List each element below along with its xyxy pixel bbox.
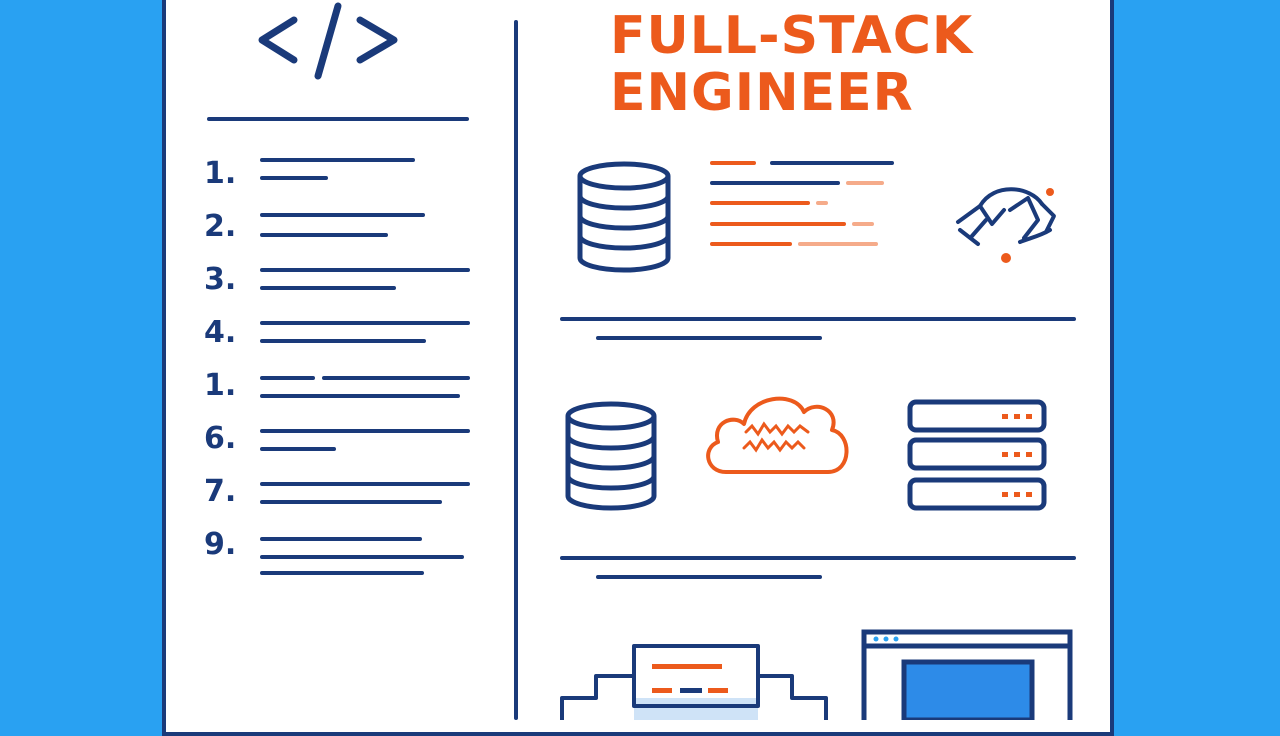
- network-icon: [956, 187, 1056, 263]
- server-rack-icon: [907, 399, 1047, 511]
- text-line: [260, 158, 415, 162]
- list-number: 1.: [204, 156, 237, 191]
- component-stack-icon: [560, 644, 828, 720]
- code-line: [846, 181, 884, 185]
- list-item: 4.: [200, 309, 480, 362]
- list-item: 1.: [200, 362, 480, 415]
- text-line: [260, 394, 460, 398]
- page-title: FULL-STACK ENGINEER: [610, 8, 973, 122]
- code-line: [816, 201, 828, 205]
- list-item: 9.: [200, 521, 480, 575]
- title-line-2: ENGINEER: [610, 63, 914, 123]
- title-line-1: FULL-STACK: [610, 6, 974, 66]
- section-subline: [596, 336, 822, 340]
- numbered-list: 1. 2. 3. 4. 1. 6. 7. 9.: [200, 150, 480, 575]
- code-line: [710, 222, 846, 226]
- database-icon: [577, 161, 671, 273]
- section-divider: [560, 556, 1076, 560]
- code-line: [852, 222, 874, 226]
- list-number: 7.: [204, 474, 237, 509]
- section-divider: [560, 317, 1076, 321]
- text-line: [260, 482, 470, 486]
- list-item: 3.: [200, 256, 480, 309]
- text-line: [260, 447, 336, 451]
- code-line: [710, 201, 810, 205]
- left-divider: [207, 117, 469, 121]
- list-number: 1.: [204, 368, 237, 403]
- list-item: 1.: [200, 150, 480, 203]
- browser-window-icon: [861, 629, 1073, 720]
- text-line: [260, 339, 426, 343]
- list-number: 3.: [204, 262, 237, 297]
- text-line: [260, 176, 328, 180]
- list-item: 6.: [200, 415, 480, 468]
- list-number: 2.: [204, 209, 237, 244]
- vertical-divider: [514, 20, 518, 720]
- code-line: [710, 161, 756, 165]
- text-line: [260, 537, 422, 541]
- list-number: 4.: [204, 315, 237, 350]
- text-line: [260, 500, 442, 504]
- database-icon: [565, 401, 657, 511]
- text-line: [260, 555, 464, 559]
- list-number: 9.: [204, 527, 237, 562]
- document-sheet: [162, 0, 1114, 736]
- section-subline: [596, 575, 822, 579]
- code-brackets-icon: [258, 2, 398, 80]
- code-line: [710, 242, 792, 246]
- text-line: [260, 429, 470, 433]
- text-line: [260, 286, 396, 290]
- list-item: 7.: [200, 468, 480, 521]
- text-line: [260, 376, 315, 380]
- list-number: 6.: [204, 421, 237, 456]
- text-line: [260, 321, 470, 325]
- code-line: [770, 161, 894, 165]
- text-line: [260, 571, 424, 575]
- cloud-icon: [706, 396, 849, 474]
- text-line: [260, 233, 388, 237]
- text-line: [260, 213, 425, 217]
- list-item: 2.: [200, 203, 480, 256]
- text-line: [322, 376, 470, 380]
- text-line: [260, 268, 470, 272]
- code-line: [798, 242, 878, 246]
- code-line: [710, 181, 840, 185]
